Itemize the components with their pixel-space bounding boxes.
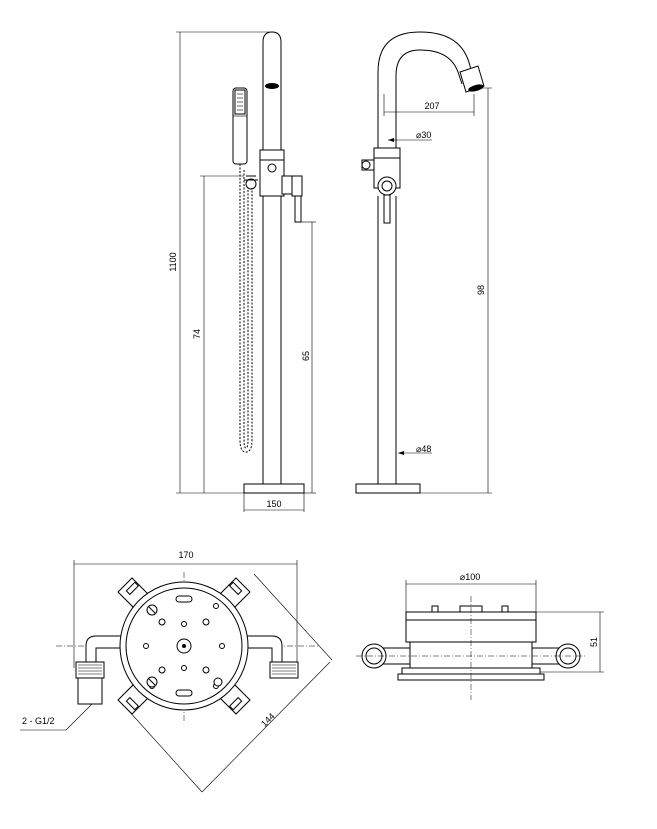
dim-handle-height: 65 [301,351,311,361]
dim-height-to-spout: 98 [476,285,486,295]
connector-left-icon [75,661,105,705]
dim-column-diameter: ⌀48 [416,444,431,454]
connector-right-icon [269,661,299,679]
dim-flange-diameter: ⌀100 [460,572,480,582]
dim-total-height: 1100 [168,252,178,271]
shower-head-holes-icon [237,93,243,111]
dim-body-height: 51 [589,637,599,647]
dim-spout-diameter: ⌀30 [416,130,431,140]
screw-icon [146,604,223,688]
dim-spout-reach: 207 [424,101,439,111]
dim-hose-height: 74 [192,329,202,339]
dim-base-width: 150 [266,499,281,509]
connection-label: 2 - G1/2 [22,716,55,726]
plan-view: 170 144 [20,550,333,793]
front-view: 1100 74 65 [168,31,316,512]
side-view: 207 ⌀30 98 ⌀48 [355,31,492,494]
dim-plate-width: 170 [178,550,193,560]
section-view: ⌀100 51 [356,572,604,700]
dim-diagonal: 144 [259,711,277,729]
